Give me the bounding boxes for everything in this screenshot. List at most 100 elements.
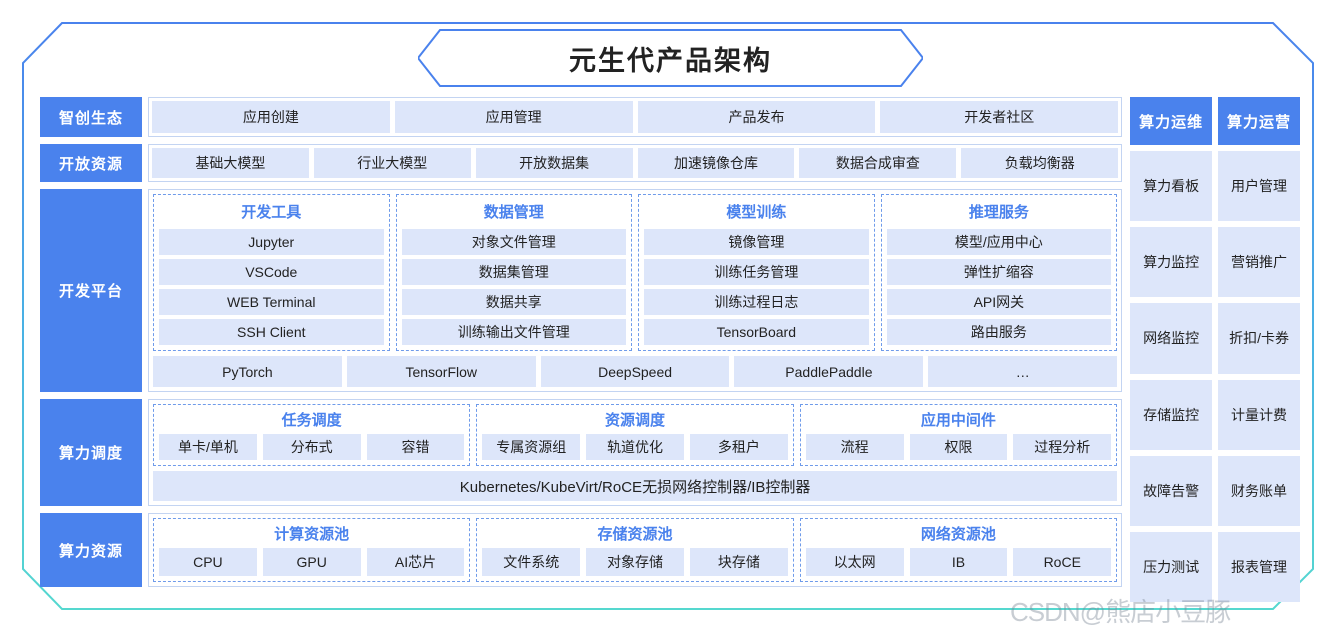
dev-platform-groups: 开发工具 Jupyter VSCode WEB Terminal SSH Cli… <box>153 194 1118 351</box>
open-resource-item[interactable]: 基础大模型 <box>152 148 309 178</box>
scheduling-groups: 任务调度 单卡/单机 分布式 容错 资源调度 专属资源组 轨道优化 <box>153 404 1118 466</box>
open-resource-item[interactable]: 数据合成审查 <box>799 148 957 178</box>
side-item[interactable]: 报表管理 <box>1218 531 1301 603</box>
side-item[interactable]: 计量计费 <box>1218 379 1301 450</box>
layer-scheduling: 算力调度 任务调度 单卡/单机 分布式 容错 资源调度 <box>40 399 1123 506</box>
side-item[interactable]: 压力测试 <box>1130 531 1213 603</box>
side-column-operations: 算力运营 用户管理 营销推广 折扣/卡券 计量计费 财务账单 报表管理 <box>1218 97 1301 603</box>
group-item[interactable]: Jupyter <box>159 229 384 255</box>
side-columns: 算力运维 算力看板 算力监控 网络监控 存储监控 故障告警 压力测试 算力运营 … <box>1130 97 1301 603</box>
side-item[interactable]: 财务账单 <box>1218 455 1301 526</box>
group-app-middleware: 应用中间件 流程 权限 过程分析 <box>799 404 1118 466</box>
group-title: 推理服务 <box>968 204 1029 221</box>
group-item[interactable]: 训练输出文件管理 <box>401 319 627 345</box>
open-resource-item[interactable]: 负载均衡器 <box>961 148 1119 178</box>
group-network-pool: 网络资源池 以太网 IB RoCE <box>799 518 1118 582</box>
group-item[interactable]: 容错 <box>366 434 465 460</box>
layer-label-dev-platform: 开发平台 <box>40 189 142 392</box>
group-item[interactable]: 镜像管理 <box>644 229 869 255</box>
group-item[interactable]: 过程分析 <box>1013 434 1112 460</box>
group-item[interactable]: 路由服务 <box>886 319 1112 345</box>
group-item[interactable]: 块存储 <box>689 548 788 576</box>
framework-item-more[interactable]: … <box>928 356 1118 387</box>
group-title: 模型训练 <box>726 204 787 221</box>
group-model-training: 模型训练 镜像管理 训练任务管理 训练过程日志 TensorBoard <box>638 194 875 351</box>
side-item[interactable]: 折扣/卡券 <box>1218 303 1301 374</box>
group-item[interactable]: 文件系统 <box>482 548 581 576</box>
group-item[interactable]: 轨道优化 <box>586 434 684 460</box>
group-item[interactable]: IB <box>909 548 1008 576</box>
side-item[interactable]: 故障告警 <box>1130 455 1213 526</box>
ecosystem-item[interactable]: 产品发布 <box>637 101 876 133</box>
group-item[interactable]: AI芯片 <box>366 548 465 576</box>
group-item[interactable]: 训练过程日志 <box>644 289 869 315</box>
group-item[interactable]: SSH Client <box>159 319 384 345</box>
group-item[interactable]: 数据集管理 <box>401 259 627 285</box>
group-item[interactable]: 训练任务管理 <box>644 259 869 285</box>
group-item[interactable]: 数据共享 <box>401 289 627 315</box>
side-item[interactable]: 算力监控 <box>1130 227 1213 298</box>
group-item[interactable]: GPU <box>262 548 361 576</box>
open-resource-item[interactable]: 加速镜像仓库 <box>637 148 795 178</box>
group-title: 任务调度 <box>281 412 342 429</box>
group-item[interactable]: 对象文件管理 <box>401 229 627 255</box>
group-items: 单卡/单机 分布式 容错 <box>159 434 465 460</box>
side-item[interactable]: 用户管理 <box>1218 151 1301 222</box>
side-item[interactable]: 存储监控 <box>1130 379 1213 450</box>
main-stack: 智创生态 应用创建 应用管理 产品发布 开发者社区 开放资源 基础大模型 行业大… <box>40 97 1123 602</box>
group-item[interactable]: 弹性扩缩容 <box>886 259 1112 285</box>
group-items: 文件系统 对象存储 块存储 <box>482 548 788 576</box>
framework-item[interactable]: DeepSpeed <box>540 356 730 387</box>
infra-bar[interactable]: Kubernetes/KubeVirt/RoCE无损网络控制器/IB控制器 <box>153 471 1118 501</box>
group-item[interactable]: API网关 <box>886 289 1112 315</box>
open-resource-item[interactable]: 行业大模型 <box>313 148 471 178</box>
group-resource-scheduling: 资源调度 专属资源组 轨道优化 多租户 <box>476 404 794 466</box>
group-storage-pool: 存储资源池 文件系统 对象存储 块存储 <box>476 518 794 582</box>
side-item[interactable]: 网络监控 <box>1130 303 1213 374</box>
group-items: CPU GPU AI芯片 <box>159 548 465 576</box>
group-items: 专属资源组 轨道优化 多租户 <box>482 434 788 460</box>
group-item[interactable]: 权限 <box>909 434 1008 460</box>
group-items: 流程 权限 过程分析 <box>805 434 1112 460</box>
group-item[interactable]: WEB Terminal <box>159 289 384 315</box>
open-resource-item[interactable]: 开放数据集 <box>475 148 633 178</box>
group-item[interactable]: 对象存储 <box>586 548 684 576</box>
title-banner: 元生代产品架构 <box>418 29 923 87</box>
framework-item[interactable]: TensorFlow <box>346 356 536 387</box>
scheduling-body: 任务调度 单卡/单机 分布式 容错 资源调度 专属资源组 轨道优化 <box>148 399 1123 506</box>
group-items: 以太网 IB RoCE <box>805 548 1112 576</box>
group-item[interactable]: 专属资源组 <box>482 434 581 460</box>
group-title: 计算资源池 <box>274 526 350 543</box>
side-item[interactable]: 算力看板 <box>1130 151 1213 222</box>
layer-label-compute-resource: 算力资源 <box>40 513 142 587</box>
diagram-body: 智创生态 应用创建 应用管理 产品发布 开发者社区 开放资源 基础大模型 行业大… <box>40 97 1301 603</box>
group-item[interactable]: 分布式 <box>262 434 361 460</box>
group-item[interactable]: VSCode <box>159 259 384 285</box>
group-item[interactable]: TensorBoard <box>644 319 869 345</box>
ecosystem-item[interactable]: 开发者社区 <box>880 101 1119 133</box>
group-item[interactable]: 单卡/单机 <box>159 434 257 460</box>
group-item[interactable]: RoCE <box>1013 548 1112 576</box>
layer-ecosystem: 智创生态 应用创建 应用管理 产品发布 开发者社区 <box>40 97 1123 137</box>
group-item[interactable]: 流程 <box>805 434 904 460</box>
group-item[interactable]: 多租户 <box>689 434 788 460</box>
side-item[interactable]: 营销推广 <box>1218 227 1301 298</box>
framework-item[interactable]: PaddlePaddle <box>734 356 924 387</box>
framework-item[interactable]: PyTorch <box>153 356 342 387</box>
group-item[interactable]: CPU <box>159 548 257 576</box>
side-column-header-operations: 算力运营 <box>1218 97 1301 145</box>
group-task-scheduling: 任务调度 单卡/单机 分布式 容错 <box>153 404 471 466</box>
group-dev-tools: 开发工具 Jupyter VSCode WEB Terminal SSH Cli… <box>153 194 390 351</box>
group-item[interactable]: 模型/应用中心 <box>886 229 1112 255</box>
group-item[interactable]: 以太网 <box>805 548 904 576</box>
layer-label-ecosystem: 智创生态 <box>40 97 142 137</box>
ecosystem-item[interactable]: 应用创建 <box>152 101 390 133</box>
outer-frame <box>22 22 1314 610</box>
watermark: CSDN@熊店小豆豚 <box>1010 597 1231 627</box>
layer-label-scheduling: 算力调度 <box>40 399 142 506</box>
group-compute-pool: 计算资源池 CPU GPU AI芯片 <box>153 518 471 582</box>
ecosystem-item[interactable]: 应用管理 <box>394 101 633 133</box>
page-title: 元生代产品架构 <box>569 45 772 76</box>
side-column-header-ops: 算力运维 <box>1130 97 1213 145</box>
